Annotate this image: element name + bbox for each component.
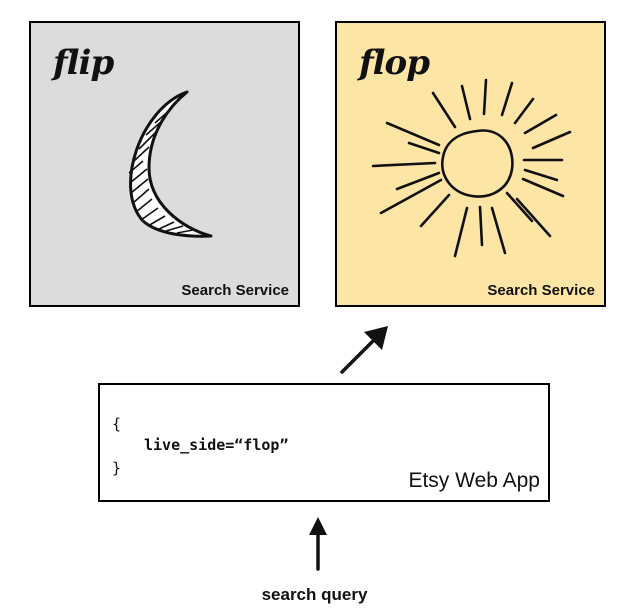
- flop-search-service-panel: flop Search Service: [335, 21, 606, 307]
- flop-title: flop: [359, 43, 430, 83]
- moon-icon: [128, 90, 213, 238]
- arrow-up-icon: [309, 517, 327, 571]
- search-query-label: search query: [261, 585, 368, 604]
- flip-caption: Search Service: [181, 282, 289, 299]
- sun-icon: [371, 78, 572, 258]
- code-live-side: live_side=“flop”: [144, 436, 289, 454]
- flip-title: flip: [53, 43, 114, 83]
- flip-search-service-panel: flip Search Service: [29, 21, 300, 307]
- arrow-to-flop-icon: [340, 326, 388, 374]
- code-open-brace: {: [112, 415, 122, 433]
- etsy-web-app-label: Etsy Web App: [408, 469, 540, 492]
- etsy-web-app-box: { live_side=“flop” } Etsy Web App: [98, 383, 550, 502]
- code-close-brace: }: [112, 459, 122, 477]
- flop-caption: Search Service: [487, 282, 595, 299]
